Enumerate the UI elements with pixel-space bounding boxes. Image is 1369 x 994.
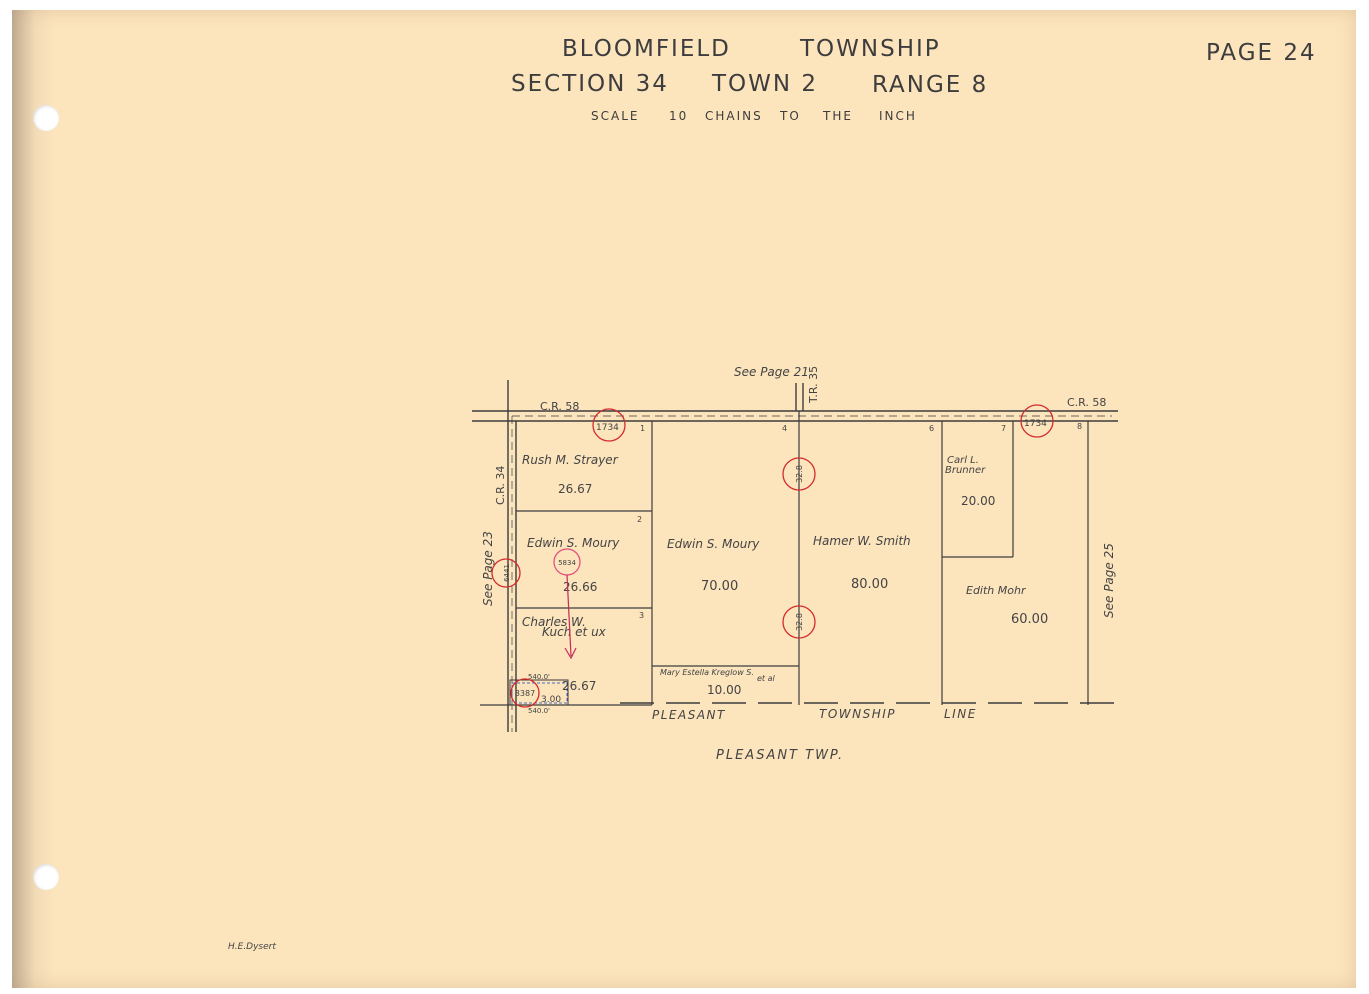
stamp-328-south: 32.8 [795,613,804,631]
binding-edge-shadow [12,10,54,988]
title-township-word: TOWNSHIP [800,36,941,62]
parcel-kreglow-acres: 10.00 [707,683,741,697]
parcel-moury-west-acres: 26.66 [563,580,597,594]
ref-see-page-23: See Page 23 [481,531,495,606]
parcel-mohr-owner: Edith Mohr [966,584,1027,597]
small-dim-south: 540.0' [528,707,550,715]
stamp-circle-328-south [782,605,816,639]
parcel-kreglow-owner-suffix: et al [757,674,776,683]
label-cr58-east: C.R. 58 [1067,396,1106,409]
parcel-moury-east-acres: 70.00 [701,579,738,594]
ref-see-page-21: See Page 21 [734,365,809,379]
stamp-328-north: 32.8 [795,465,804,483]
parcel-small-acres: 3.00 [541,695,561,705]
map-sheet [12,10,1356,988]
label-tr35: T.R. 35 [807,366,820,404]
south-township-label: PLEASANT TWP. [716,748,844,763]
parcel-kreglow-owner: Mary Estella Kreglow S. [660,668,754,677]
parcel-brunner-owner-line1: Carl L. [947,455,979,466]
title-town: TOWN 2 [712,71,819,97]
small-parcel-outline [509,679,569,706]
title-township-name: BLOOMFIELD [562,36,731,62]
page-number: PAGE 24 [1206,40,1317,66]
scale-word-4: TO [780,109,801,123]
parcel-strayer-owner: Rush M. Strayer [522,453,619,467]
south-line-word-1: PLEASANT [652,708,726,722]
stamp-1734-west: 1734 [596,423,619,433]
label-cr34: C.R. 34 [494,466,507,505]
stamp-circle-1734-east [1020,404,1054,438]
punch-hole-top [33,105,59,131]
scale-word-6: INCH [879,109,917,123]
road-lines [472,380,1118,732]
lot-number-4: 4 [782,424,787,433]
parcel-smith-owner: Hamer W. Smith [813,534,911,548]
parcel-brunner-acres: 20.00 [961,494,995,508]
parcel-strayer-acres: 26.67 [558,482,592,496]
parcel-mohr-acres: 60.00 [1011,612,1048,627]
parcel-kuch-acres: 26.67 [562,679,596,693]
stamp-3387: 3387 [515,689,535,698]
lot-number-2: 2 [637,515,642,524]
lot-number-6: 6 [929,424,934,433]
parcel-kuch-owner-line2: Kuch et ux [542,625,607,639]
parcel-smith-acres: 80.00 [851,577,888,592]
title-section: SECTION 34 [511,71,669,97]
pink-arrow-head [564,647,577,660]
title-range: RANGE 8 [872,72,989,98]
drafter-signature: H.E.Dysert [228,942,276,952]
scale-word-5: THE [823,109,853,123]
small-parcel-blue-outline [511,682,568,704]
south-line-word-3: LINE [944,707,977,721]
parcel-moury-west-owner: Edwin S. Moury [527,536,620,550]
parcel-brunner-owner-line2: Brunner [945,465,986,476]
road-centerlines [511,415,1112,732]
lot-number-8: 8 [1077,422,1082,431]
scale-word-1: SCALE [591,109,640,123]
stamp-5834: 5834 [558,559,576,567]
stamp-1734-east: 1734 [1024,419,1047,429]
stamp-6441: 6441 [503,564,511,582]
red-stamps [491,404,1054,708]
stamp-circle-1734-west [592,408,626,442]
scale-word-2: 10 [669,109,689,123]
lot-number-3: 3 [639,611,644,620]
lot-number-1: 1 [640,424,645,433]
pink-arrow-shaft [566,574,572,657]
stamp-circle-6441 [491,558,521,588]
stamp-circle-328-north [782,457,816,491]
stamp-circle-3387 [510,678,540,708]
label-cr58-west: C.R. 58 [540,400,579,413]
ref-see-page-25: See Page 25 [1102,543,1116,618]
punch-hole-bottom [33,864,59,890]
scale-word-3: CHAINS [705,109,763,123]
parcel-moury-east-owner: Edwin S. Moury [667,537,760,551]
south-line-word-2: TOWNSHIP [819,707,896,721]
small-dim-north: 540.0' [528,673,550,681]
lot-number-7: 7 [1001,424,1006,433]
